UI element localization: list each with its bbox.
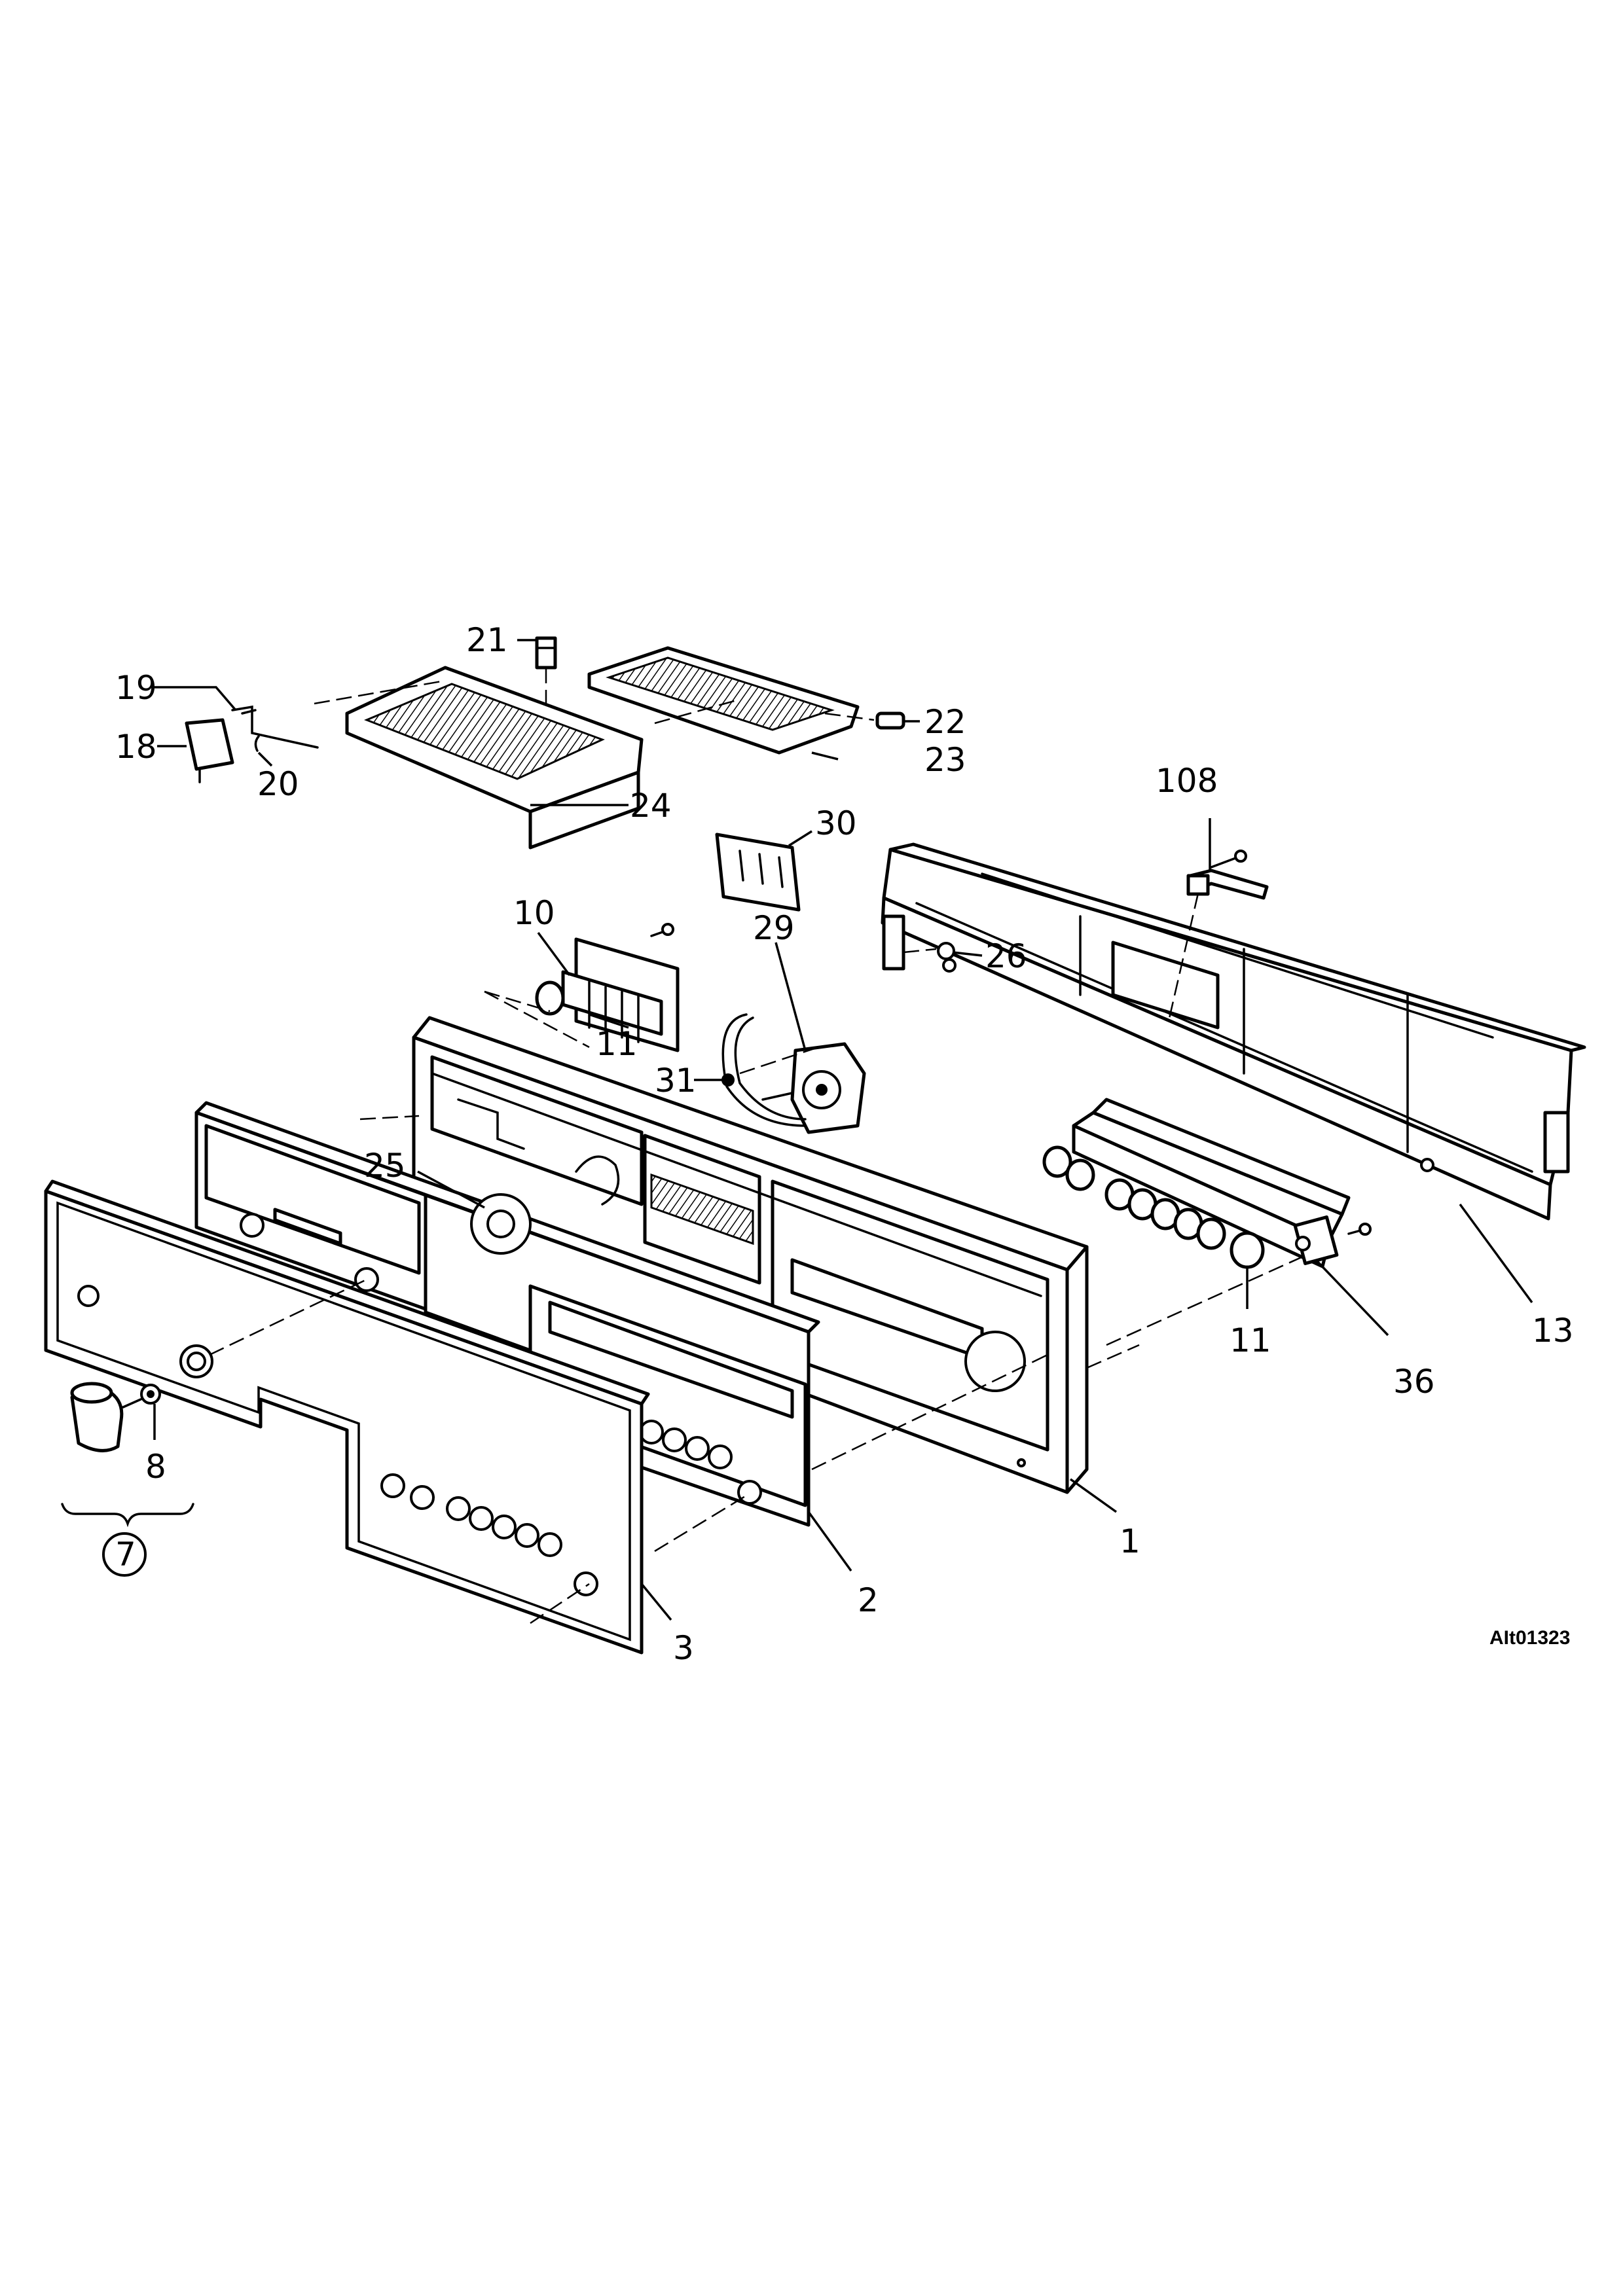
label-3: 3 [673,1629,694,1667]
label-26: 26 [985,937,1027,975]
label-8: 8 [145,1448,166,1486]
label-23: 23 [924,741,966,779]
label-29: 29 [753,909,795,947]
label-21: 21 [466,621,508,659]
fascia-housing-1 [412,1016,1089,1494]
label-18: 18 [115,728,157,766]
label-13: 13 [1532,1312,1574,1350]
lamp-housing-24 [345,666,644,850]
part-8-washer [140,1384,161,1405]
front-panel-3 [44,1179,650,1655]
label-19: 19 [115,669,157,707]
label-36: 36 [1393,1363,1435,1401]
timer-cable-31 [721,1013,807,1127]
switch-bank-36 [1072,1098,1351,1268]
switch-18 [185,718,234,783]
timer-motor-29 [761,1042,866,1134]
rear-frame-13 [881,842,1586,1221]
label-22: 22 [924,703,966,741]
spring-20 [254,735,260,752]
label-7: 7 [115,1535,136,1573]
label-108: 108 [1156,762,1218,800]
label-24: 24 [630,787,672,825]
label-7-circle [102,1532,147,1577]
selector-switch-10 [535,923,680,1052]
label-20: 20 [257,765,299,803]
switch-knobs-11 [1042,1145,1372,1269]
bracket-19 [231,705,319,749]
label-30: 30 [815,804,857,842]
label-2: 2 [858,1581,879,1619]
screw-21 [535,636,557,707]
connector-block-30 [715,833,801,912]
label-11-upper: 11 [596,1025,638,1063]
assembly-lines [209,679,1304,1624]
label-31: 31 [655,1062,697,1100]
label-1: 1 [1120,1522,1140,1560]
boss-25 [470,1193,532,1255]
label-10: 10 [513,894,555,932]
part-108-switch [1167,850,1269,1022]
nut-26 [937,942,955,960]
knob-assembly-7 [61,1382,194,1528]
label-25: 25 [364,1147,406,1185]
label-11-lower: 11 [1230,1321,1271,1359]
lamp-cover-23 [587,646,860,755]
leader-lines [152,639,1533,1621]
figure-code: AIt01323 [1489,1627,1570,1649]
part-labels: 1 2 3 7 8 10 11 11 13 18 19 20 21 22 23 … [102,621,1574,1667]
pin-22 [875,711,905,730]
